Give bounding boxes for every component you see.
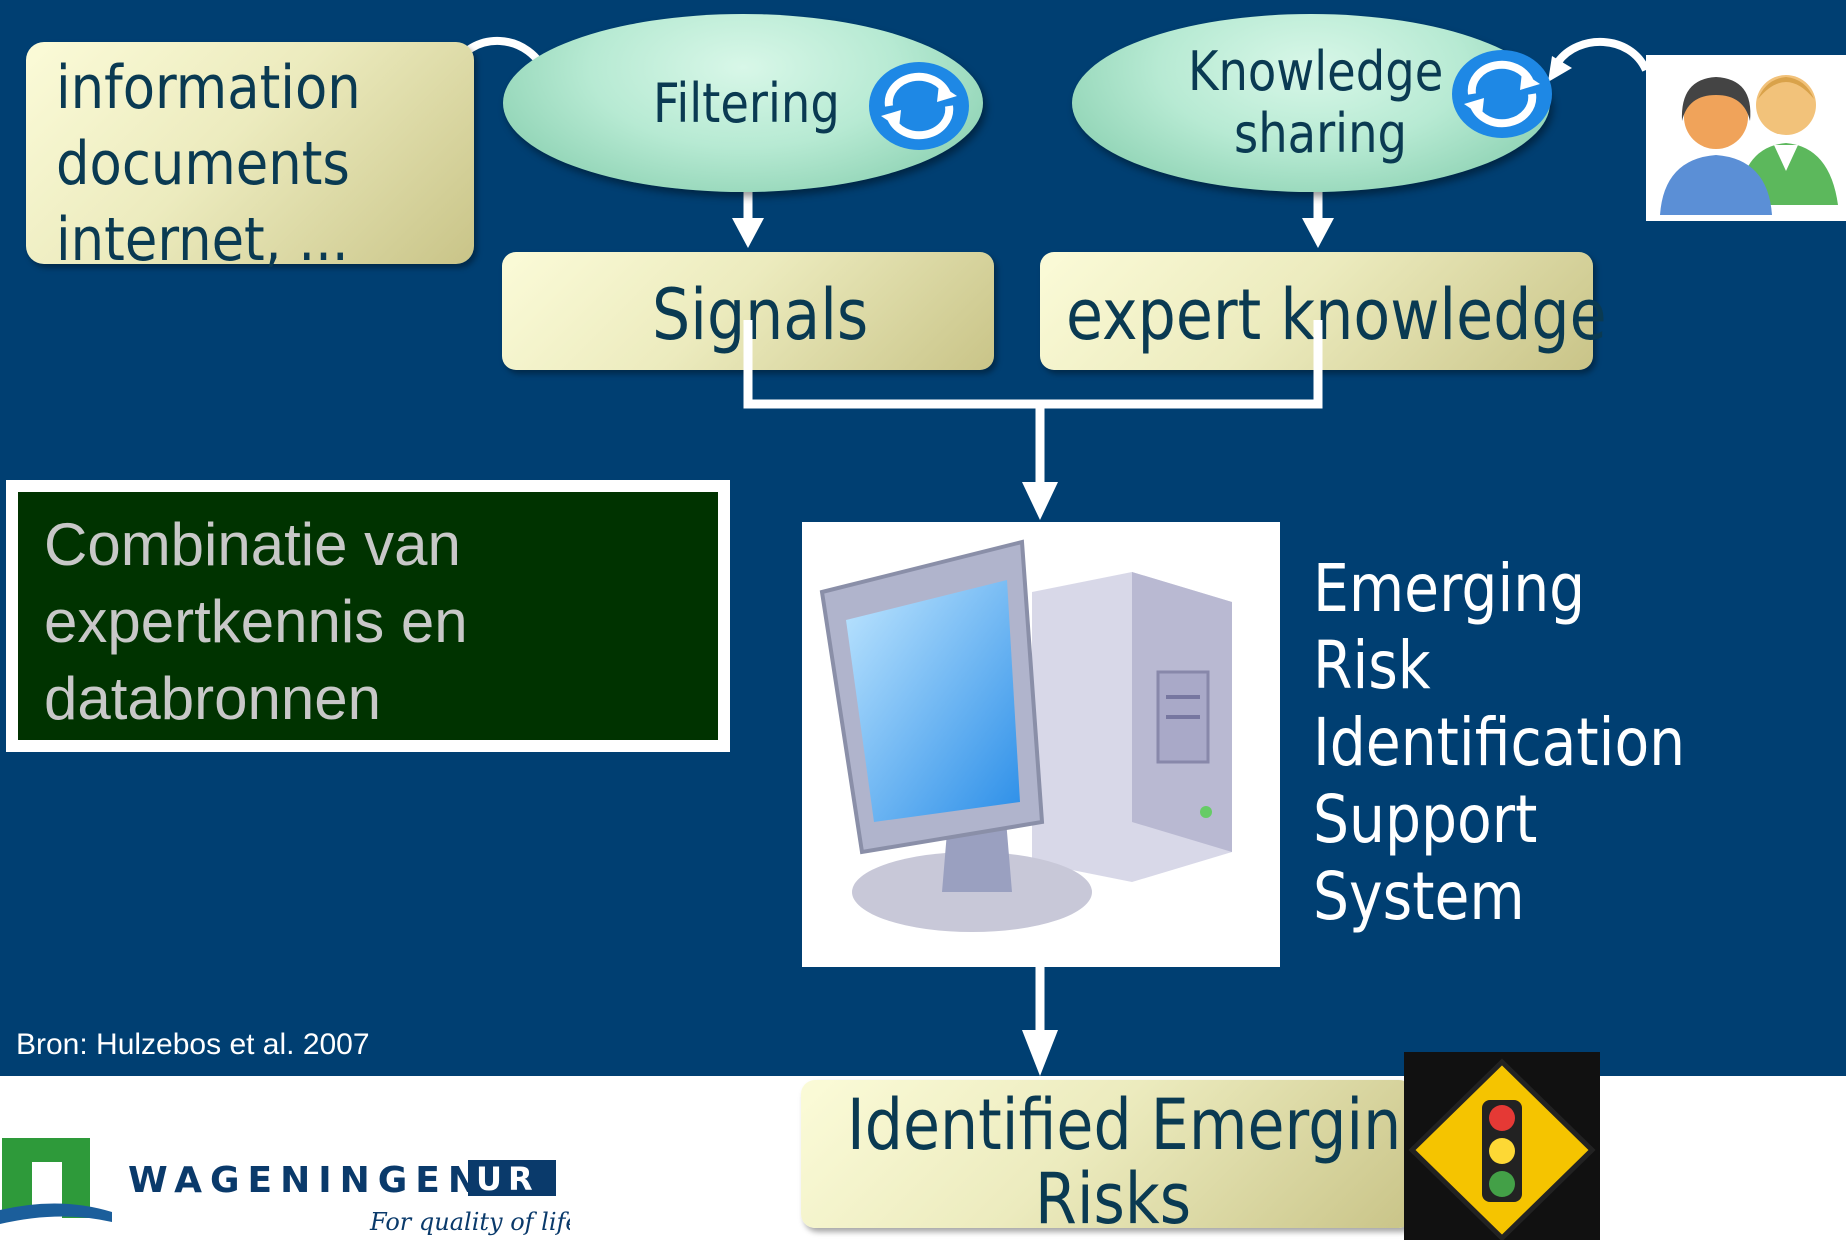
computer-icon [802, 522, 1280, 967]
traffic-light-sign-icon [1404, 1052, 1600, 1242]
identified-risks-box: Identified Emerging Risks [801, 1080, 1440, 1240]
expert-knowledge-box: expert knowledge [1040, 252, 1607, 370]
combination-line: expertkennis en [44, 588, 468, 655]
filtering-ellipse: Filtering [503, 14, 983, 192]
identified-risks-line2: Risks [1035, 1158, 1192, 1240]
information-sources-text: information documents internet, ... [56, 50, 361, 278]
filtering-label: Filtering [653, 72, 840, 135]
source-line: documents [56, 129, 350, 199]
logo-name: WAGENINGEN [128, 1160, 486, 1201]
system-name: Emerging Risk Identification Support Sys… [1313, 550, 1685, 935]
system-name-line: Emerging [1313, 550, 1586, 627]
people-icon [1646, 55, 1846, 221]
source-line: internet, ... [56, 205, 349, 275]
knowledge-sharing-line2: sharing [1234, 102, 1407, 165]
logo-tagline: For quality of life [369, 1208, 570, 1236]
signals-box: Signals [502, 252, 994, 370]
identified-risks-line1: Identified Emerging [847, 1084, 1440, 1166]
information-sources-box: information documents internet, ... [26, 42, 474, 275]
knowledge-sharing-ellipse: Knowledge sharing [1072, 14, 1552, 192]
cycle-icon [869, 62, 969, 150]
source-line: information [56, 53, 361, 123]
combination-line: databronnen [44, 665, 381, 732]
system-name-line: System [1313, 858, 1525, 935]
expert-knowledge-label: expert knowledge [1066, 274, 1607, 356]
signals-label: Signals [652, 274, 869, 356]
wageningen-ur-logo: WAGENINGEN UR For quality of life [0, 1130, 580, 1240]
curved-arrow-people-to-knowledge [1554, 38, 1650, 72]
system-name-line: Support [1313, 781, 1538, 858]
combination-panel: Combinatie van expertkennis en databronn… [6, 480, 730, 752]
combination-line: Combinatie van [44, 511, 461, 578]
system-name-line: Risk [1313, 627, 1431, 704]
source-citation: Bron: Hulzebos et al. 2007 [16, 1028, 370, 1061]
logo-suffix: UR [476, 1160, 539, 1198]
system-name-line: Identification [1313, 704, 1686, 781]
knowledge-sharing-line1: Knowledge [1188, 40, 1444, 103]
combination-text: Combinatie van expertkennis en databronn… [44, 506, 468, 737]
cycle-icon [1452, 50, 1552, 138]
